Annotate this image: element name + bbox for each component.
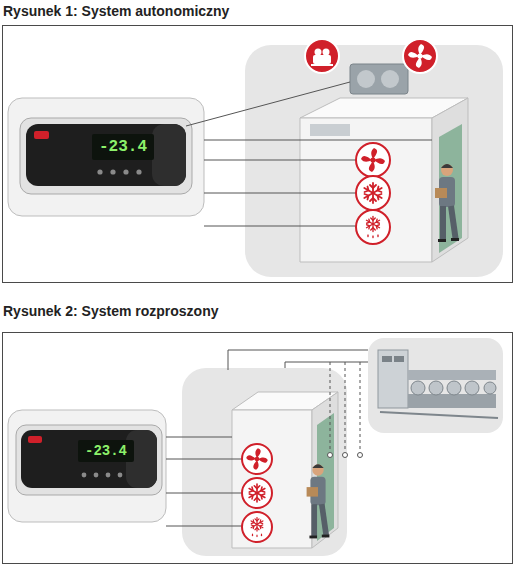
rack-backdrop [368,338,503,433]
fan-symbol [246,448,268,470]
defrost-icon [242,512,272,542]
compressor-symbol [311,49,333,67]
room-backdrop [245,45,503,277]
dashed-leads [330,362,360,452]
defrost-icon [356,210,390,244]
evaporator-fan-icon [356,143,390,177]
controller-frame [16,425,162,495]
controller-frame [20,118,192,194]
brand-logo [34,131,49,139]
lead-terminals [328,453,363,458]
leader-lines [166,350,368,526]
controller-buttons [97,169,141,174]
person [435,164,459,242]
figure-heading: Rysunek 2: System rozproszony [3,303,219,319]
room-backdrop [182,368,347,556]
compressor-icon [305,39,339,73]
condenser-fan-icon [403,39,437,73]
figure-heading: Rysunek 1: System autonomiczny [3,3,229,19]
temperature-reading: -23.4 [99,138,147,156]
fan-symbol [361,148,385,172]
room-front [232,410,312,548]
controller-body [26,124,186,186]
controller-body [21,430,157,488]
brand-logo [28,436,42,443]
defrost-symbol [366,217,379,239]
figure-panel: Rysunek 2: System rozproszony -23.4 [0,300,516,568]
evaporator [310,124,350,136]
evaporator-fan-icon [242,444,272,474]
compressor-rack [378,350,498,418]
controller-inset [8,410,166,522]
controller-buttons [82,473,123,478]
snowflake-symbol [364,183,381,203]
person [307,464,330,538]
room-side [432,98,468,262]
fan-symbol [408,44,432,68]
controller-side [152,124,186,186]
cooling-icon [242,478,272,508]
controller-display: -23.4 [78,440,134,462]
controller-inset [8,98,204,216]
leader-lines [186,82,432,226]
panel-frame [2,25,513,283]
cooling-icon [356,176,390,210]
snowflake-symbol [249,484,265,502]
defrost-symbol [251,518,263,538]
temperature-reading: -23.4 [85,443,127,459]
controller-display: -23.4 [92,134,154,160]
figure-panel: Rysunek 1: System autonomiczny -23.4 [0,0,516,290]
condensing-unit [350,64,408,94]
